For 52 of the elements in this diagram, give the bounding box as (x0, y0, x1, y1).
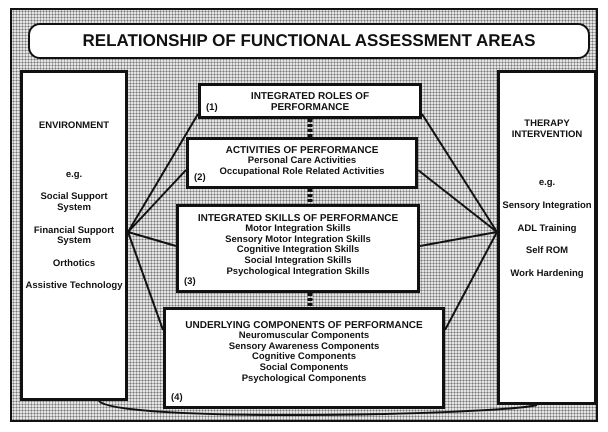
connector-line (421, 113, 498, 233)
example-label: e.g. (538, 178, 556, 189)
list-item: Neuromuscular Components (238, 331, 370, 342)
connector-line (98, 400, 538, 416)
connector-line (128, 231, 176, 247)
connector-line (417, 169, 498, 233)
box-heading: INTEGRATED ROLES OF PERFORMANCE (250, 91, 370, 114)
level-box (176, 204, 420, 293)
list-item: Psychological Components (242, 374, 366, 384)
connector-line (308, 119, 312, 137)
example-item: Orthotics (52, 258, 96, 270)
example-item: Self ROM (526, 246, 568, 257)
box-heading: ACTIVITIES OF PERFORMANCE (226, 145, 378, 156)
level-number: (4) (171, 392, 183, 403)
connector-line (127, 114, 199, 232)
level-box (186, 137, 418, 189)
example-item: ADL Training (518, 224, 576, 234)
connector-line (308, 293, 312, 307)
example-item: Work Hardening (510, 268, 584, 280)
connector-line (127, 232, 164, 330)
connector-line (308, 189, 312, 204)
example-item: Sensory Integration (502, 200, 592, 212)
level-box (163, 307, 445, 409)
list-item: Personal Care Activities (248, 156, 356, 167)
example-label: e.g. (66, 170, 82, 180)
side-panel (497, 70, 597, 405)
list-item: Motor Integration Skills (245, 224, 351, 235)
box-heading: THERAPY INTERVENTION (510, 119, 584, 140)
level-box (198, 83, 422, 119)
box-heading: INTEGRATED SKILLS OF PERFORMANCE (198, 213, 398, 224)
list-item: Occupational Role Related Activities (220, 166, 384, 178)
example-item: Social Support System (39, 192, 109, 214)
level-number: (3) (184, 276, 196, 287)
side-panel (20, 70, 128, 401)
example-item: Financial Support System (32, 226, 116, 247)
level-number: (2) (194, 172, 206, 183)
box-heading: ENVIRONMENT (38, 121, 110, 132)
connector-line (444, 232, 498, 330)
banner-label: RELATIONSHIP OF FUNCTIONAL ASSESSMENT AREAS (82, 31, 536, 51)
list-item: Psychological Integration Skills (226, 266, 370, 278)
connector-line (420, 231, 498, 247)
list-item: Cognitive Integration Skills (236, 245, 360, 256)
list-item: Sensory Awareness Components (228, 342, 380, 352)
level-number: (1) (206, 102, 218, 113)
list-item: Cognitive Components (252, 352, 356, 363)
connector-line (127, 169, 187, 233)
list-item: Social Integration Skills (244, 256, 352, 267)
box-heading: UNDERLYING COMPONENTS OF PERFORMANCE (185, 320, 423, 331)
list-item: Sensory Motor Integration Skills (225, 234, 371, 245)
example-item: Assistive Technology (26, 281, 122, 292)
title-banner (28, 23, 590, 59)
list-item: Social Components (260, 363, 348, 374)
